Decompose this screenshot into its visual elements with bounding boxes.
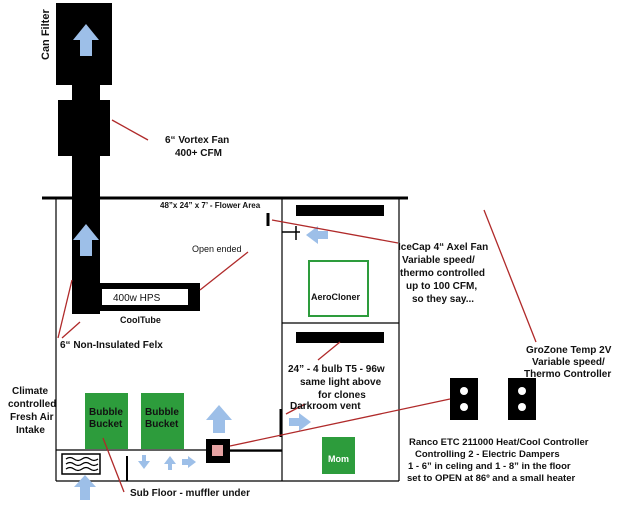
ranco-label-4: set to OPEN at 86º and a small heater [407, 473, 576, 484]
room-outline [42, 196, 408, 482]
mom-label: Mom [328, 454, 349, 464]
aerocloner [308, 260, 369, 317]
bubble-bucket-1-label-1: Bubble [89, 407, 123, 418]
t5-light [296, 332, 384, 343]
icecap-label-4: up to 100 CFM, [406, 281, 477, 292]
t5-label-1: 24” - 4 bulb T5 - 96w [288, 364, 385, 375]
open-ended-label: Open ended [192, 244, 242, 254]
icecap-label-1: IceCap 4“ Axel Fan [398, 242, 488, 253]
arrow-up-icon [73, 224, 99, 256]
annotation-lines [57, 119, 537, 493]
icecap-label-5: so they say... [412, 294, 474, 305]
climate-label-2: controlled [8, 399, 56, 410]
hps-lamp [102, 289, 188, 305]
climate-label-3: Fresh Air [10, 412, 54, 423]
bubble-bucket-1-label-2: Bucket [89, 419, 123, 430]
darkroom-vent-label: Darkroom vent [290, 401, 361, 412]
can-filter-label: Can Filter [40, 9, 52, 60]
arrow-up-icon [206, 405, 232, 433]
arrow-right-icon [182, 456, 196, 468]
arrow-up-icon [164, 456, 176, 470]
ranco-label-2: Controlling 2 - Electric Dampers [415, 449, 560, 460]
aerocloner-label: AeroCloner [311, 292, 361, 302]
icecap-label-2: Variable speed/ [402, 255, 475, 266]
cooltube-label: CoolTube [120, 315, 161, 325]
icecap-label-3: thermo controlled [400, 268, 485, 279]
top-light [296, 205, 384, 216]
grozone-controller [508, 378, 536, 420]
mom-plant [322, 437, 355, 474]
arrow-left-icon [306, 226, 328, 244]
vortex-fan-cfm: 400+ CFM [175, 148, 222, 159]
vortex-fan [58, 100, 110, 156]
hps-label: 400w HPS [113, 293, 161, 304]
arrow-up-icon [74, 475, 96, 500]
ranco-controller [450, 378, 478, 420]
arrow-up-icon [73, 24, 99, 56]
climate-label-1: Climate [12, 386, 49, 397]
grozone-label-2: Variable speed/ [532, 357, 605, 368]
grozone-label-3: Thermo Controller [524, 369, 611, 380]
ranco-label-1: Ranco ETC 211000 Heat/Cool Controller [409, 437, 589, 448]
t5-label-2: same light above [300, 377, 382, 388]
floor-damper [206, 439, 282, 463]
ranco-label-3: 1 - 6” in celing and 1 - 8” in the floor [408, 461, 571, 472]
bubble-bucket-2-label-2: Bucket [145, 419, 179, 430]
t5-label-3: for clones [318, 390, 366, 401]
vortex-fan-label: 6“ Vortex Fan [165, 135, 229, 146]
grozone-label-1: GroZone Temp 2V [526, 345, 612, 356]
muffler-icon [61, 453, 101, 475]
bubble-bucket-2-label-1: Bubble [145, 407, 179, 418]
bubble-bucket-1 [85, 393, 128, 449]
arrow-down-icon [138, 455, 150, 469]
bubble-bucket-2 [141, 393, 184, 449]
icecap-fan [266, 213, 300, 240]
climate-label-4: Intake [16, 425, 45, 436]
arrow-right-icon [289, 413, 311, 431]
flower-area-label: 48”x 24” x 7’ - Flower Area [160, 201, 261, 210]
non-insulated-label: 6“ Non-Insulated Felx [60, 340, 163, 351]
sub-floor-label: Sub Floor - muffler under [130, 488, 250, 499]
